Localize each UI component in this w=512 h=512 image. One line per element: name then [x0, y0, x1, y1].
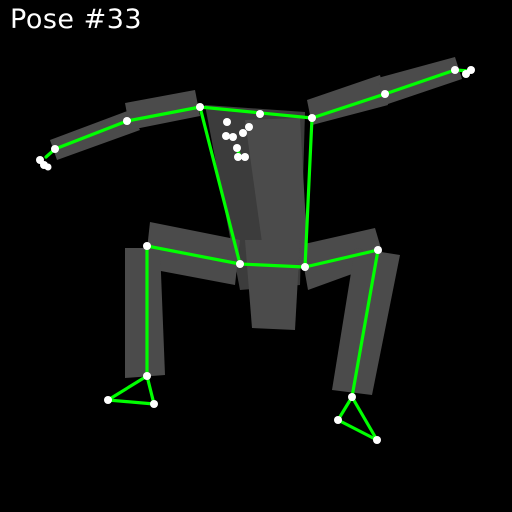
- pose-title: Pose #33: [10, 4, 143, 35]
- joint-right-ankle: [348, 393, 356, 401]
- joint-left-hip: [236, 260, 244, 268]
- joint-head-a: [223, 118, 231, 126]
- joint-right-toe: [334, 416, 342, 424]
- bone-right-foot-b: [350, 395, 379, 442]
- joint-left-toe: [104, 396, 112, 404]
- bone-torso-right: [303, 116, 314, 269]
- joint-head-e: [245, 123, 253, 131]
- joint-left-knee: [143, 242, 151, 250]
- bone-left-hip: [145, 244, 242, 266]
- bone-right-lower-arm: [383, 68, 457, 96]
- bone-neck-left: [198, 105, 242, 266]
- bone-left-upper-arm: [125, 105, 202, 123]
- joint-head-c: [229, 133, 237, 141]
- joint-right-shoulder: [308, 114, 316, 122]
- bone-shoulders: [198, 105, 314, 120]
- joint-right-elbow: [381, 90, 389, 98]
- bone-left-foot-a: [106, 374, 149, 402]
- joint-left-elbow: [123, 117, 131, 125]
- bone-left-lower-arm: [53, 119, 129, 151]
- joint-left-heel: [150, 400, 158, 408]
- joint-head-d: [239, 129, 247, 137]
- bone-left-foot-b: [145, 374, 156, 406]
- joint-head-g: [234, 153, 242, 161]
- bone-left-foot-c: [106, 398, 156, 406]
- joint-head-f: [233, 144, 241, 152]
- joints: [36, 66, 475, 444]
- joint-right-wrist: [451, 66, 459, 74]
- joint-head-b: [222, 132, 230, 140]
- bone-right-thigh: [350, 248, 380, 399]
- joint-right-knee: [374, 246, 382, 254]
- joint-right-hand-b: [467, 66, 475, 74]
- joint-left-hand: [51, 145, 59, 153]
- joint-left-wrist-c: [44, 163, 52, 171]
- bone-right-foot-c: [336, 418, 379, 442]
- body-silhouette: [50, 57, 462, 395]
- bone-hips: [238, 262, 307, 269]
- joint-right-heel: [373, 436, 381, 444]
- bone-right-foot-a: [336, 395, 354, 422]
- bone-right-hip: [303, 248, 380, 269]
- joint-left-shoulder: [196, 103, 204, 111]
- joint-neck: [256, 110, 264, 118]
- bone-right-upper-arm: [310, 92, 387, 120]
- joint-right-hip: [301, 263, 309, 271]
- joint-head-h: [241, 153, 249, 161]
- joint-left-ankle: [143, 372, 151, 380]
